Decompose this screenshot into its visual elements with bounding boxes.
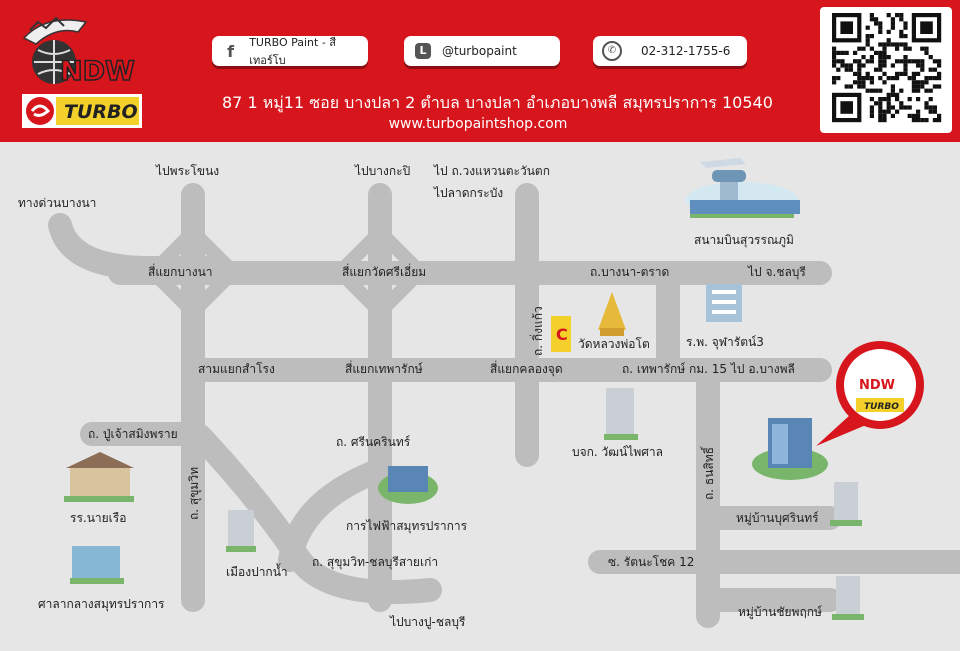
line-icon: L [412,43,434,59]
facebook-text: TURBO Paint - สีเทอร์โบ [249,36,337,67]
house-icon [64,452,134,502]
crocodile-globe-icon [22,16,88,84]
label-sukhumvit-old: ถ. สุขุมวิท-ชลบุรีสายเก่า [312,555,438,570]
label-bangna-trat: ถ.บางนา-ตราด [590,265,669,279]
hospital-icon [706,284,742,322]
label-to-chonburi: ไป จ.ชลบุรี [747,265,806,280]
label-si-iam-junction: สี่แยกวัดศรีเอี่ยม [342,263,426,279]
label-to-phra-khanong: ไปพระโขนง [155,164,219,178]
company-building-icon [604,388,638,440]
label-samrong: สามแยกสำโรง [198,362,275,376]
label-thepharak-road: ถ. เทพารักษ์ กม. 15 ไป อ.บางพลี [622,362,795,376]
ndw-logo-text: NDW [60,56,135,87]
facebook-icon: f [227,41,235,61]
power-plant-icon [378,466,438,504]
store-sign-icon: C [551,316,571,352]
bang-na-interchange [143,222,243,322]
location-map: C [18,158,960,630]
label-company: บจก. วัฒน์ไพศาล [572,445,663,459]
phone-text: 02-312-1755-6 [641,44,731,58]
label-srinakarin: ถ. ศรีนครินทร์ [336,435,411,449]
ndw-factory-icon [752,418,828,480]
phone-contact[interactable]: ✆ 02-312-1755-6 [593,36,747,66]
svg-text:C: C [556,325,568,344]
address-text: 87 1 หมู่11 ซอย บางปลา 2 ตำบล บางปลา อำเ… [222,93,773,112]
village-2-building-icon [832,576,864,620]
qr-code-icon [832,13,942,123]
facebook-contact[interactable]: f TURBO Paint - สีเทอร์โบ [212,36,368,67]
whatsapp-icon: ✆ [601,41,623,61]
line-text: @turbopaint [442,44,517,58]
label-expressway: ทางด่วนบางนา [18,196,96,210]
label-to-kanchanaphisek: ไป ถ.วงแหวนตะวันตก [433,164,550,178]
label-muang-pak-nam: เมืองปากน้ำ [226,563,288,579]
label-naval-school: รร.นายเรือ [70,511,126,525]
label-khlong-yut: สี่แยกคลองจุด [490,360,563,377]
label-to-bang-pu: ไปบางปู-ชลบุรี [389,615,466,630]
airport-icon [686,158,800,218]
label-sukhumvit: ถ. สุขุมวิท [187,467,202,520]
label-village-bun: หมู่บ้านบุศรินทร์ [736,511,819,526]
label-pea: การไฟฟ้าสมุทรปราการ [346,519,468,534]
label-bang-na-junction: สี่แยกบางนา [148,263,213,279]
location-pin-icon: NDW TURBO [816,341,924,446]
line-contact[interactable]: L @turbopaint [404,36,560,66]
temple-icon [598,292,626,336]
label-hospital: ร.พ. จุฬารัตน์3 [686,335,764,350]
turbo-logo-text: TURBO [64,101,138,123]
turbo-swirl-icon [26,97,54,125]
qr-code[interactable] [820,7,952,133]
court-building-icon [70,546,124,584]
label-rattana-chot: ซ. รัตนะโชค 12 [608,555,694,569]
label-pu-chao: ถ. ปู่เจ้าสมิงพราย [88,427,178,442]
label-king-kaeo: ถ. กิ่งแก้ว [529,306,545,356]
label-to-lat-krabang: ไปลาดกระบัง [433,186,503,200]
pin-turbo-text: TURBO [864,402,899,412]
ndw-logo: NDW TURBO [22,16,142,128]
label-village-chai-pruek: หมู่บ้านชัยพฤกษ์ [738,605,822,620]
pin-ndw-text: NDW [859,378,895,393]
pak-nam-building-icon [226,510,256,552]
header-banner: NDW TURBO f TURBO Paint - สีเทอร์โบ L @t… [0,0,960,142]
website-link[interactable]: www.turbopaintshop.com [388,116,568,132]
label-thepharak-junction: สี่แยกเทพารักษ์ [345,360,423,376]
label-thanasit: ถ. ธนสิทธิ์ [700,445,716,500]
sukhumvit-curve [278,458,392,572]
village-1-building-icon [830,482,862,526]
expressway-road [48,213,227,280]
label-court: ศาลากลางสมุทรปราการ [38,597,165,612]
label-to-bang-kapi: ไปบางกะปิ [354,164,410,178]
si-iam-interchange [330,222,430,322]
label-airport: สนามบินสุวรรณภูมิ [694,233,794,248]
label-wat-luang-pho-to: วัดหลวงพ่อโต [578,337,650,351]
